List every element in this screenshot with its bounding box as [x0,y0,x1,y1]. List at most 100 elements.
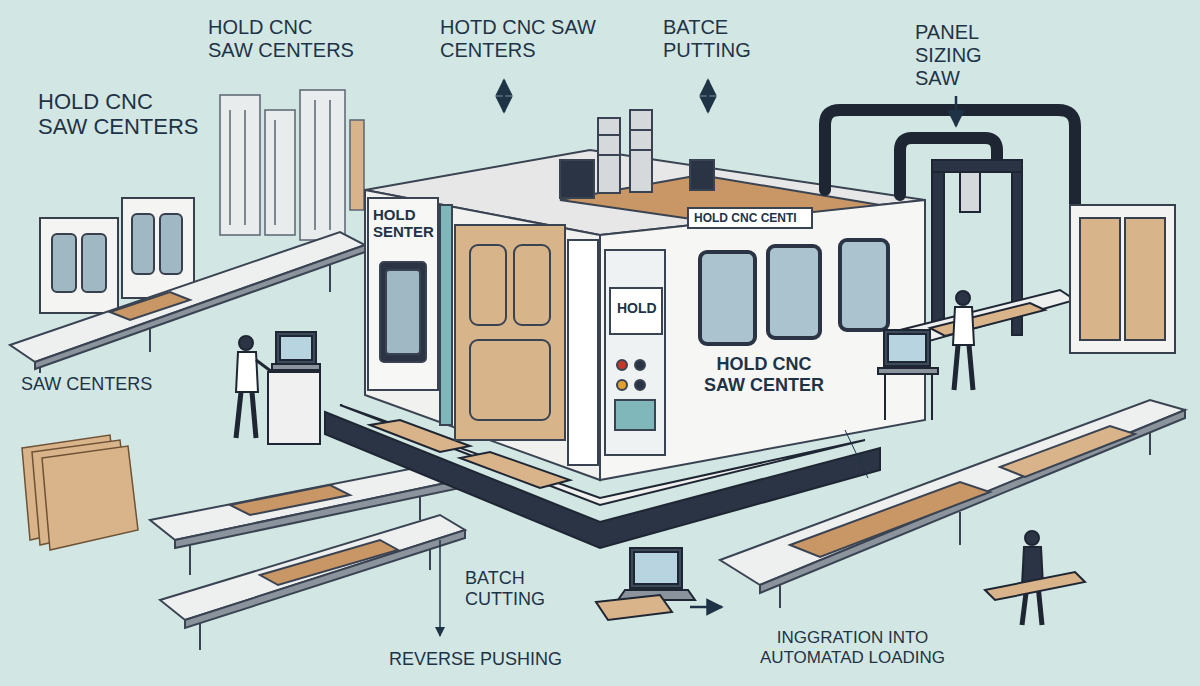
gantry-part [960,172,980,212]
indicator-arrow-part [707,80,710,112]
spindle-column [560,110,714,198]
conveyor-part [160,515,465,620]
spindle-column-part [560,160,594,198]
operator-part [1025,531,1039,545]
conveyor-part [260,540,398,585]
text-label: HOLD [614,299,660,317]
saw-center-machine-part [386,270,420,354]
saw-center-machine-part [514,245,550,325]
operator-part [953,307,974,345]
text-label: HOLD CNC CENTI [691,211,800,227]
saw-center-machine-part [365,190,600,480]
conveyor-part [1000,426,1135,477]
saw-center-machine [365,150,925,480]
terminal-part [272,364,320,370]
indicator-arrow-part [955,96,958,126]
spindle-column-part [630,129,652,131]
saw-center-machine-part [610,288,662,334]
text-label: INGGRATION INTO AUTOMATAD LOADING [745,627,960,668]
terminal-part [884,374,886,420]
cabinet [1070,205,1175,353]
background-machinery-part [274,120,276,225]
background-machinery-part [300,90,345,240]
conveyor-part [959,512,961,545]
text-label: REVERSE PUSHING [386,648,565,671]
terminal-part [280,336,312,360]
machine-window-part [840,240,888,330]
machine-window-part [700,252,755,344]
saw-center-machine-part [568,240,598,465]
operator-part [956,291,970,305]
gantry [900,160,1075,345]
text-label: HOLD CNC SAW CENTERS [205,15,365,63]
background-machinery-part [244,110,246,225]
conveyor-part [10,232,365,362]
saw-center-machine-part [368,198,438,390]
terminal-part [931,374,933,420]
cabinet-part [1125,218,1165,340]
background-machinery-part [350,120,364,210]
text-label: BATCH CUTTING [462,567,582,610]
spindle-column-part [630,110,652,192]
saw-center-machine-part [470,245,506,325]
board-stack [22,435,138,550]
terminal-part [634,552,678,584]
spindle-column-part [690,160,714,190]
background-machinery [220,90,364,240]
operator-part [985,572,1085,600]
indicator-arrow [440,80,956,636]
saw-center-machine-part [635,360,645,370]
indicator-arrow-part [690,606,722,609]
operator-part [239,336,253,350]
gantry-part [932,160,1022,172]
conveyor-part [790,482,990,557]
saw-center-machine-part [380,262,426,362]
saw-center-machine-part [605,250,665,455]
conveyor-part [185,530,465,628]
indicator-arrow-part [439,540,441,636]
spindle-column-part [598,154,620,156]
cabinet-part [1080,218,1120,340]
conveyor-part [199,622,201,650]
saw-center-machine-part [615,400,655,430]
conveyor-part [329,262,331,292]
saw-center-machine-part [617,380,627,390]
text-label: SAW CENTERS [18,373,155,396]
cabinet-part [132,214,154,274]
conveyor-part [35,245,365,369]
dust-duct-part [825,110,1075,270]
operator-part [969,345,973,390]
terminal-part [276,332,316,364]
text-label: HOTD CNC SAW CENTERS [437,15,602,63]
conveyor-part [110,292,190,320]
conveyor [10,232,365,392]
indicator-arrow-part [845,430,868,478]
terminal-part [268,372,320,444]
text-label: HOLD SENTER [370,205,436,242]
cabinet-part [52,234,76,292]
saw-center-machine-part [455,225,565,440]
saw-center-machine-part [635,380,645,390]
terminal-part [884,330,930,366]
text-label: PANEL SIZING SAW [912,20,1007,91]
text-label: HOLD CNC SAW CENTERS [35,88,210,141]
spindle-column-part [598,118,620,193]
saw-center-machine-part [440,205,452,425]
terminal-part [878,368,938,374]
background-machinery-part [329,100,331,230]
conveyor-part [230,485,350,515]
terminal [268,330,938,620]
machine-window [700,240,888,344]
indicator-arrow-part [503,80,506,112]
background-machinery-part [265,110,295,235]
terminal-part [596,595,672,620]
text-label: HOLD CNC SAW CENTER [694,353,834,396]
operator [236,291,1085,625]
operator-part [236,352,258,392]
conveyor [150,465,465,650]
cabinet-part [122,198,194,298]
gantry-part [930,303,1045,336]
